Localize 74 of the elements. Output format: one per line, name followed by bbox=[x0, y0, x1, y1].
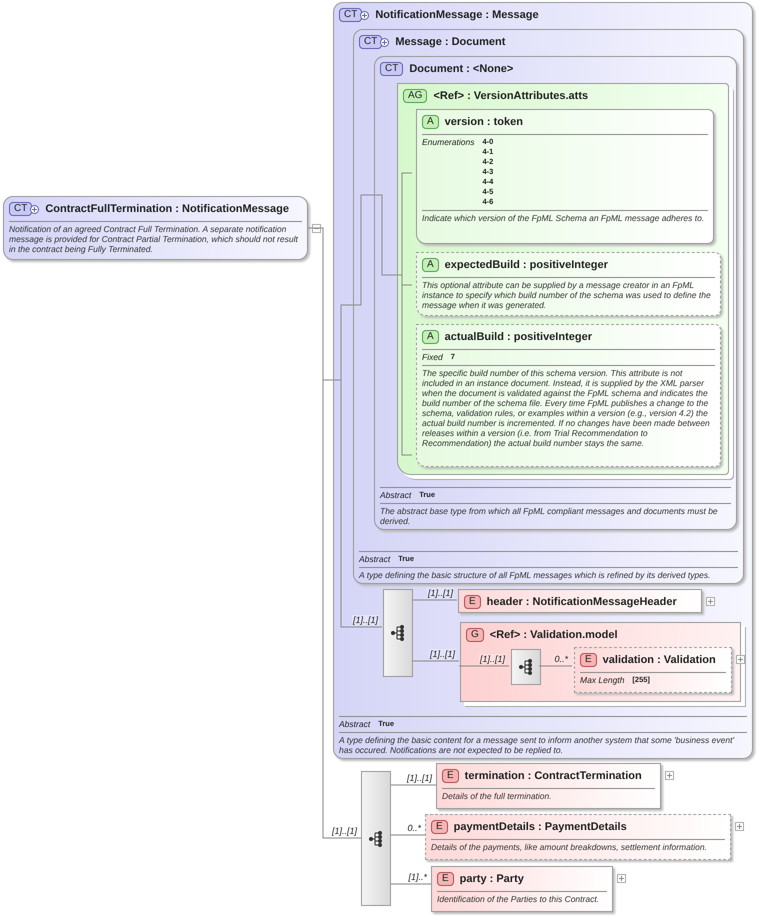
attribute-box bbox=[416, 109, 714, 244]
connector-line bbox=[332, 380, 382, 628]
cardinality-label: [1]..[1] bbox=[330, 826, 358, 836]
description-text: Notification of an agreed Contract Full Termination. A separate notification message is provided for Contract Partial Termination, which should not result in the contract being Fully Terminated. bbox=[9, 224, 300, 254]
element-box bbox=[574, 647, 732, 693]
type-badge: E bbox=[580, 653, 597, 667]
element-box bbox=[458, 589, 702, 613]
element-box bbox=[431, 866, 613, 912]
connector-line bbox=[412, 660, 460, 662]
type-title: version : token bbox=[444, 116, 523, 128]
type-badge: AG bbox=[403, 89, 428, 103]
complex-type-box bbox=[333, 2, 753, 759]
type-title: ContractFullTermination : NotificationMessage bbox=[45, 203, 289, 215]
type-title: <Ref> : Validation.model bbox=[490, 629, 618, 641]
description-text: The abstract base type from which all FpML compliant messages and documents must be derived. bbox=[380, 506, 719, 526]
property-name: Abstract bbox=[380, 490, 412, 500]
type-badge: E bbox=[464, 595, 481, 609]
complex-type-box bbox=[3, 196, 308, 260]
type-badge: CT bbox=[380, 62, 404, 76]
sequence-box bbox=[361, 771, 391, 906]
type-title: paymentDetails : PaymentDetails bbox=[454, 821, 627, 833]
sequence-box bbox=[511, 649, 541, 685]
description-text: Identification of the Parties to this Contract. bbox=[437, 894, 600, 904]
connector-line bbox=[352, 194, 372, 306]
description-text: A type defining the basic content for a message sent to inform another system that some 'business event' has occured. Notifications are not expected to be replied to. bbox=[339, 735, 736, 755]
cardinality-label: [1]..[1] bbox=[428, 649, 456, 659]
description-text: Indicate which version of the FpML Schema an FpML message adheres to. bbox=[422, 213, 706, 223]
type-badge: E bbox=[437, 872, 454, 886]
property-name: Enumerations bbox=[422, 137, 474, 147]
connector-line bbox=[390, 784, 436, 786]
property-name: Fixed bbox=[422, 352, 443, 362]
property-name: Abstract bbox=[339, 719, 370, 729]
description-text: This optional attribute can be supplied by a message creator in an FpML instance to specify which build number of the schema was used to define the message when it was generated. bbox=[422, 280, 712, 310]
type-badge: A bbox=[422, 330, 439, 344]
cardinality-label: [1]..[1] bbox=[352, 615, 379, 625]
type-title: Document : <None> bbox=[409, 63, 514, 75]
type-badge: CT bbox=[359, 35, 382, 49]
element-box bbox=[436, 763, 661, 809]
description-text: The specific build number of this schema version. This attribute is not included in an instance document. Instead, it is supplied by the XML parser when the document is validated against the FpML schema and indicates the build number of the schema file. Every time FpML publishes a change to the schema, validation rules, or examples within a version (e.g., version 4.2) the actual build number is incremented. If no changes have been made between releases within a version (i.e. from Trial Recommendation to Recommendation) the actual build number stays the same. bbox=[422, 368, 711, 448]
type-title: header : NotificationMessageHeader bbox=[486, 596, 677, 608]
type-badge: E bbox=[442, 769, 459, 783]
type-title: party : Party bbox=[460, 873, 524, 885]
attribute-box bbox=[416, 324, 721, 467]
type-title: Message : Document bbox=[395, 36, 506, 48]
property-name: Abstract bbox=[359, 554, 390, 564]
connector-line bbox=[390, 834, 426, 836]
type-title: expectedBuild : positiveInteger bbox=[444, 259, 608, 271]
cardinality-label: 0..* bbox=[553, 654, 569, 664]
connector-line bbox=[372, 194, 394, 276]
type-title: <Ref> : VersionAttributes.atts bbox=[433, 90, 588, 102]
type-badge: CT bbox=[9, 202, 32, 216]
cardinality-label: [1]..* bbox=[407, 872, 428, 882]
property-name: Max Length bbox=[580, 675, 624, 685]
type-badge: G bbox=[466, 628, 484, 642]
type-title: termination : ContractTermination bbox=[464, 770, 642, 782]
type-badge: A bbox=[422, 258, 439, 272]
type-badge: E bbox=[431, 820, 448, 834]
complex-type-box bbox=[374, 56, 737, 530]
description-text: Details of the payments, like amount breakdowns, settlement information. bbox=[431, 842, 708, 852]
description-text: A type defining the basic structure of all FpML messages which is refined by its derived types. bbox=[359, 570, 712, 580]
cardinality-label: [1]..[1] bbox=[406, 773, 433, 783]
description-text: Details of the full termination. bbox=[442, 791, 553, 801]
type-title: actualBuild : positiveInteger bbox=[444, 331, 592, 343]
type-title: NotificationMessage : Message bbox=[375, 9, 539, 21]
type-badge: A bbox=[422, 115, 439, 129]
cardinality-label: 0..* bbox=[406, 823, 422, 833]
sequence-box bbox=[383, 589, 413, 677]
type-title: validation : Validation bbox=[602, 654, 716, 666]
element-box bbox=[425, 814, 731, 860]
cardinality-label: [1]..[1] bbox=[478, 654, 506, 664]
type-badge: CT bbox=[339, 8, 362, 22]
complex-type-box bbox=[353, 29, 744, 584]
cardinality-label: [1]..[1] bbox=[426, 588, 454, 598]
attribute-box bbox=[416, 252, 721, 316]
